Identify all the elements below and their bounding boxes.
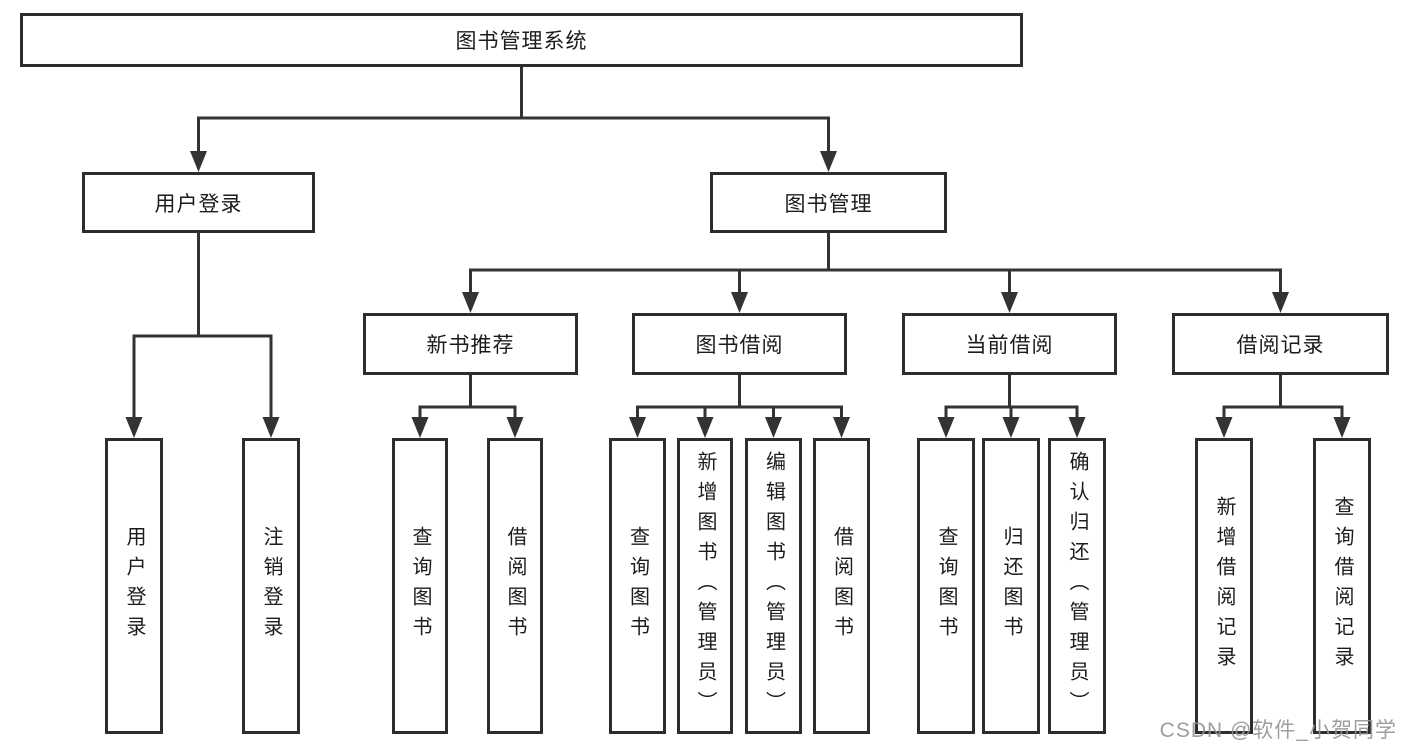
csdn-watermark: CSDN @软件_小贺同学 — [1159, 719, 1397, 742]
leaf-edit-books-admin: 编辑图书（管理员） — [745, 438, 802, 734]
leaf-query-books-recommend: 查询图书 — [392, 438, 448, 734]
node-book-borrowing: 图书借阅 — [632, 313, 847, 375]
leaf-user-login: 用户登录 — [105, 438, 163, 734]
node-user-login: 用户登录 — [82, 172, 315, 233]
node-library-management-system: 图书管理系统 — [20, 13, 1023, 67]
leaf-borrow-books-recommend: 借阅图书 — [487, 438, 543, 734]
arrowheads — [125, 151, 1351, 438]
leaf-add-books-admin: 新增图书（管理员） — [677, 438, 733, 734]
leaf-confirm-return-admin: 确认归还（管理员） — [1048, 438, 1106, 734]
leaf-return-books: 归还图书 — [982, 438, 1040, 734]
leaf-add-borrow-record: 新增借阅记录 — [1195, 438, 1253, 734]
leaf-query-borrow-record: 查询借阅记录 — [1313, 438, 1371, 734]
leaf-query-books-borrow: 查询图书 — [609, 438, 666, 734]
node-borrowing-records: 借阅记录 — [1172, 313, 1389, 375]
leaf-query-books-current: 查询图书 — [917, 438, 975, 734]
node-book-management: 图书管理 — [710, 172, 947, 233]
leaf-logout: 注销登录 — [242, 438, 300, 734]
node-new-book-recommend: 新书推荐 — [363, 313, 578, 375]
node-current-borrowing: 当前借阅 — [902, 313, 1117, 375]
leaf-borrow-books: 借阅图书 — [813, 438, 870, 734]
